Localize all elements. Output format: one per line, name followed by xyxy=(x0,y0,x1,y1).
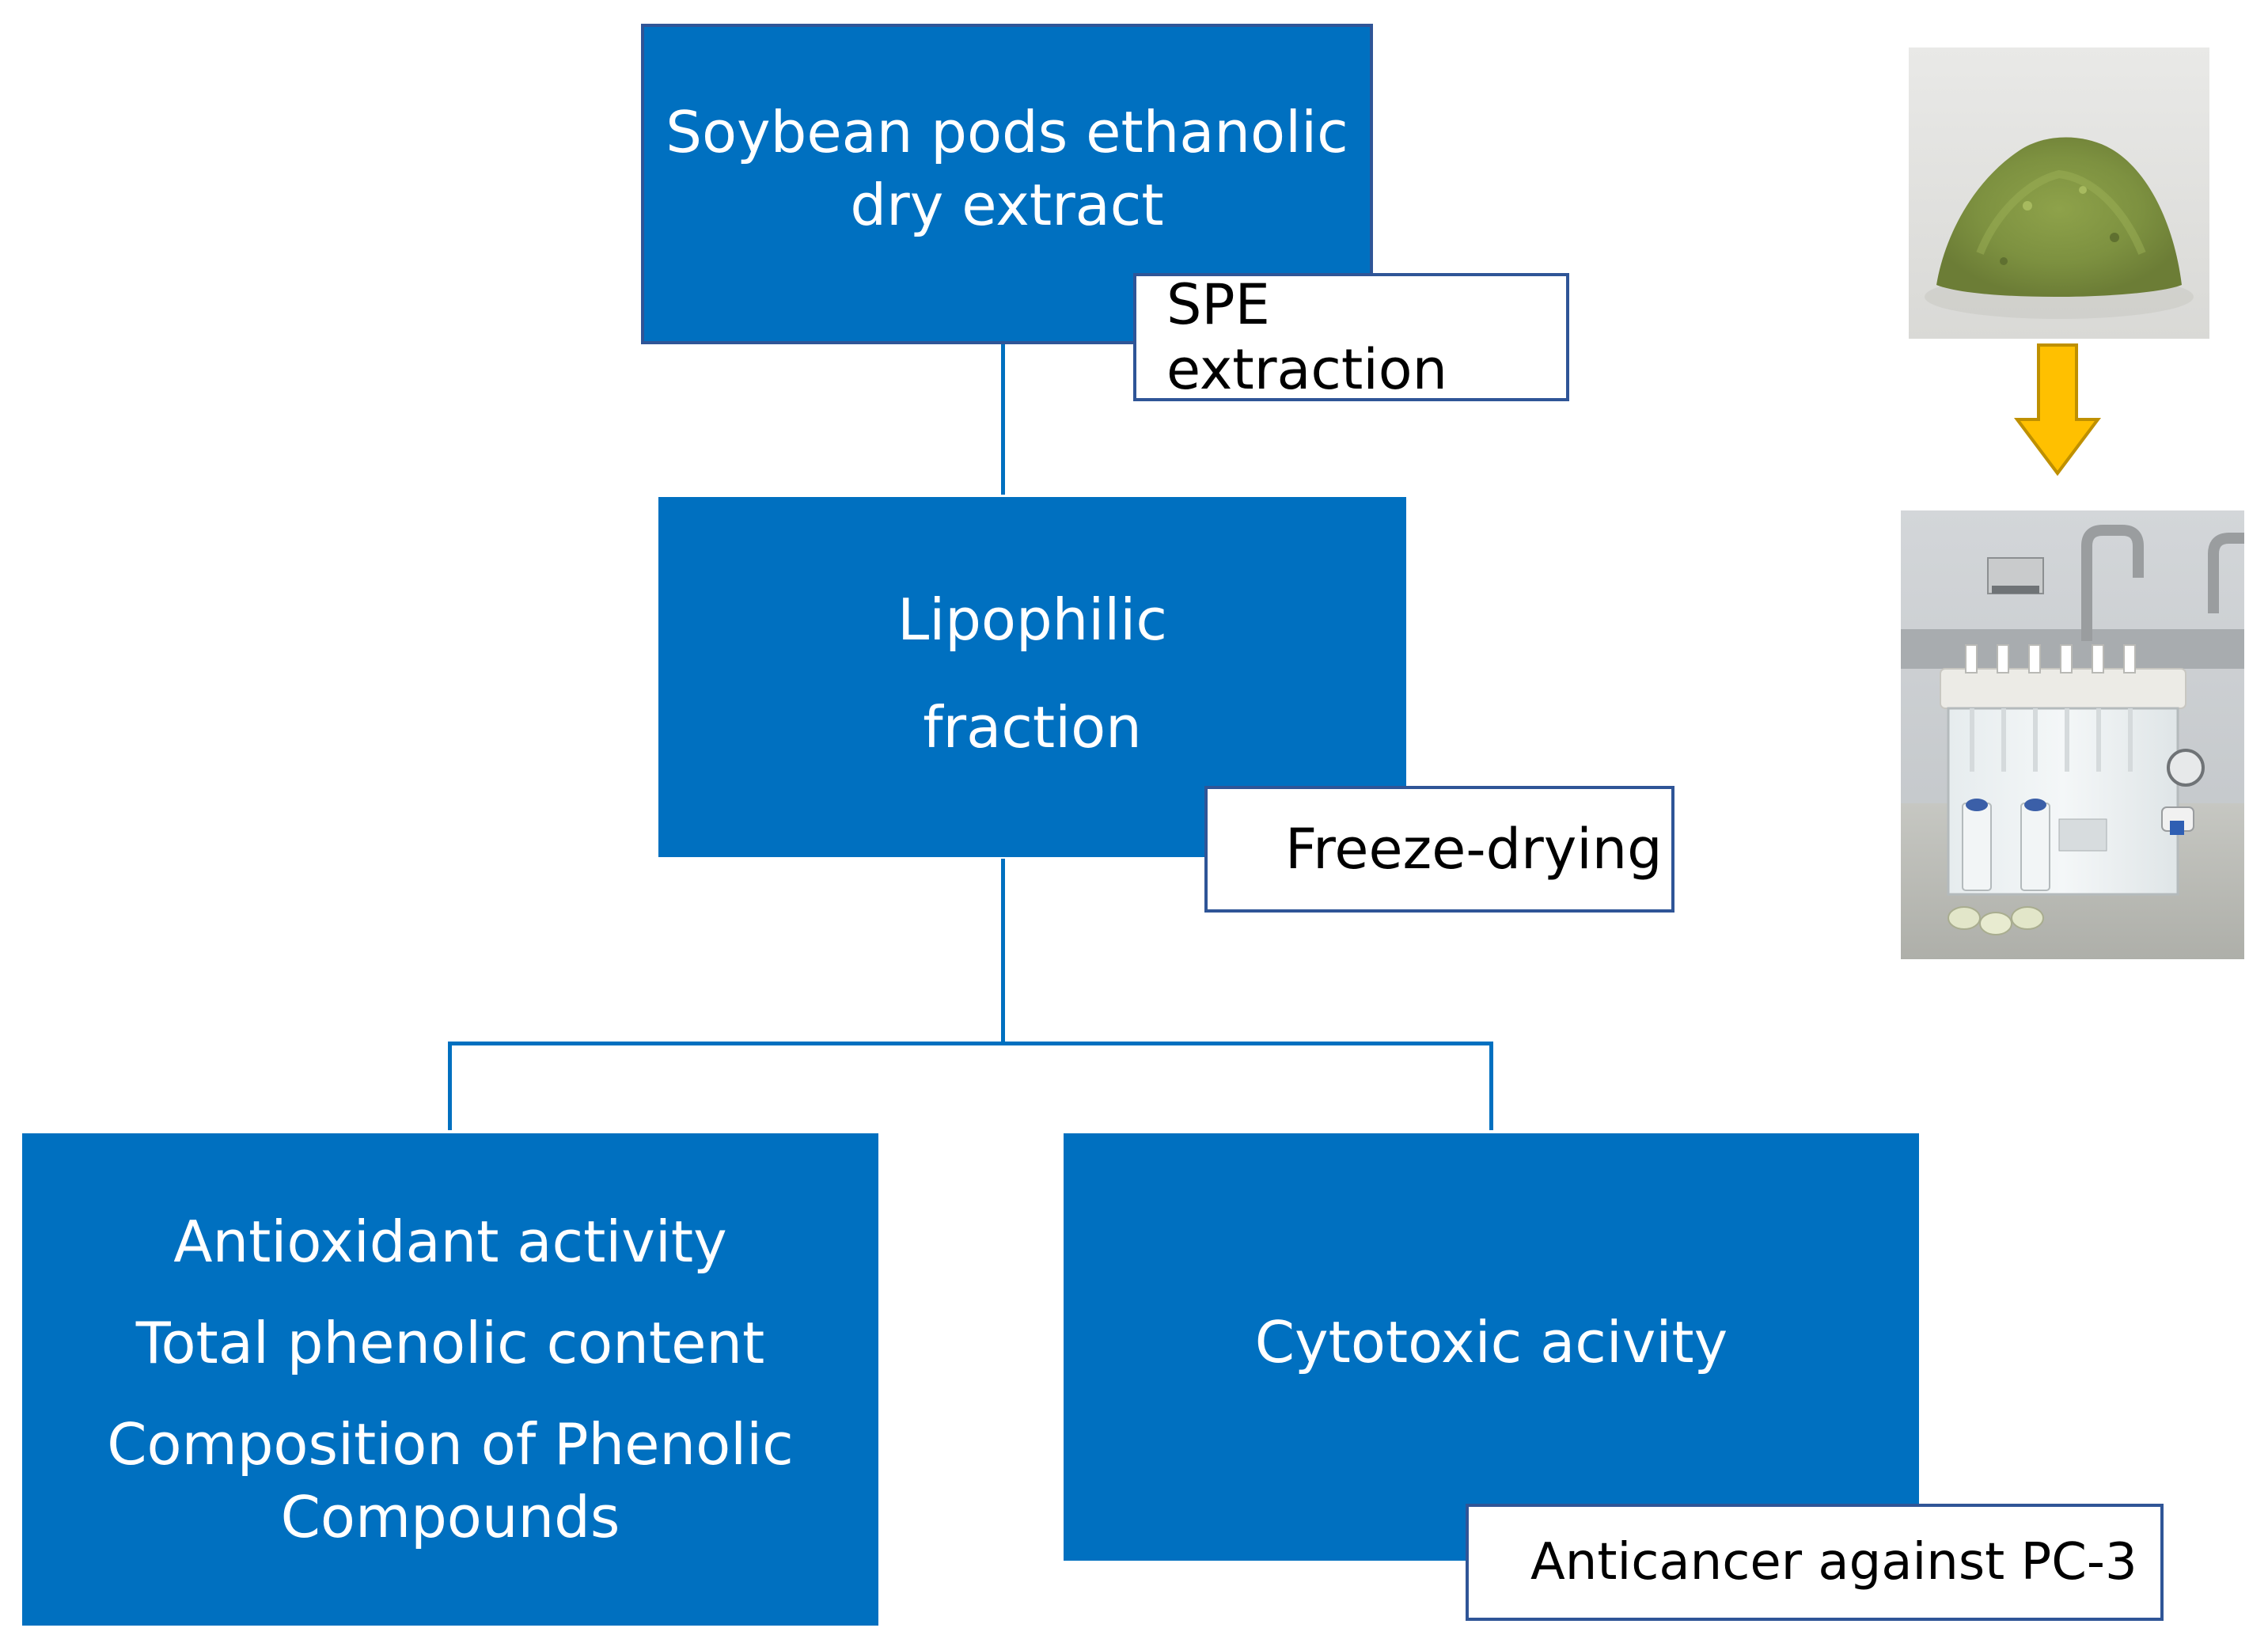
connector-lipophilic-branch xyxy=(1001,859,1005,1045)
powder-photo xyxy=(1909,47,2209,339)
node-cytotoxic-line-1: Cytotoxic acivity xyxy=(1254,1309,1728,1375)
node-assays-line-1: Antioxidant activity xyxy=(173,1209,727,1275)
label-anticancer: Anticancer against PC-3 xyxy=(1466,1504,2164,1621)
spe-manifold-photo-art xyxy=(1901,510,2244,959)
connector-branch-left xyxy=(448,1042,452,1130)
node-assays-line-2: Total phenolic content xyxy=(135,1310,765,1376)
connector-branch-horizontal xyxy=(448,1042,1493,1045)
node-extract-line-1: Soybean pods ethanolic xyxy=(666,98,1348,165)
node-assays: Antioxidant activity Total phenolic cont… xyxy=(22,1133,878,1626)
label-spe-extraction: SPE extraction xyxy=(1133,272,1569,402)
label-anticancer-text: Anticancer against PC-3 xyxy=(1530,1533,2137,1592)
node-extract-line-2: dry extract xyxy=(850,171,1164,238)
connector-branch-right xyxy=(1489,1042,1493,1130)
label-freeze-drying-text: Freeze-drying xyxy=(1285,817,1663,882)
spe-manifold-photo xyxy=(1901,510,2244,959)
node-lipophilic-line-1: Lipophilic xyxy=(897,586,1167,653)
label-spe-extraction-text: SPE extraction xyxy=(1166,272,1447,402)
node-extract: Soybean pods ethanolic dry extract xyxy=(641,24,1373,344)
down-arrow-icon xyxy=(2014,343,2101,476)
powder-photo-art xyxy=(1909,47,2209,339)
node-cytotoxic: Cytotoxic acivity xyxy=(1064,1133,1919,1561)
node-assays-line-3: Composition of Phenolic xyxy=(107,1411,794,1478)
node-assays-line-4: Compounds xyxy=(280,1484,620,1550)
label-freeze-drying: Freeze-drying xyxy=(1204,786,1674,913)
connector-extract-lipophilic xyxy=(1001,344,1005,495)
node-lipophilic-line-2: fraction xyxy=(923,693,1142,761)
